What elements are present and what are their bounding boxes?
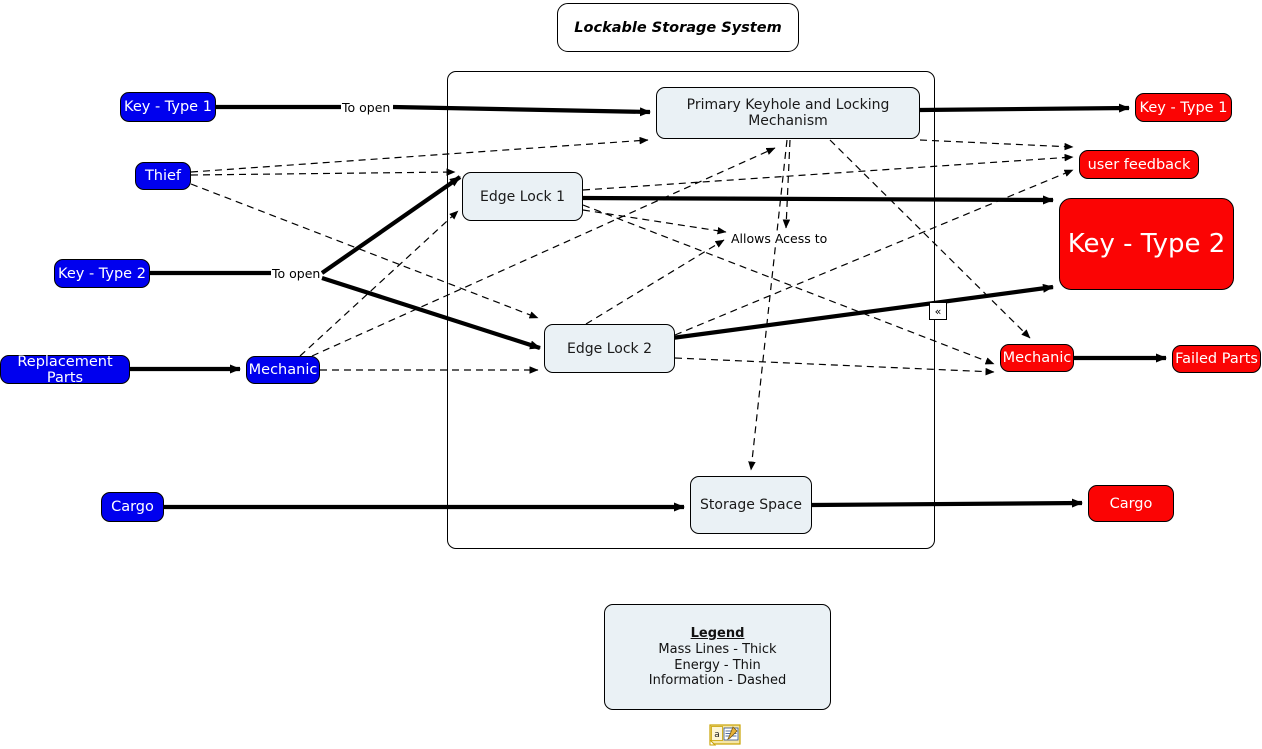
input-thief[interactable]: Thief <box>135 162 191 190</box>
chevron-left-glyph: « <box>934 304 942 318</box>
legend-title: Legend <box>690 625 745 641</box>
input-key-type-2[interactable]: Key - Type 2 <box>54 259 150 288</box>
output-key-type-1-label: Key - Type 1 <box>1139 99 1228 116</box>
edge-keyhole-to-feedback <box>919 139 1074 151</box>
diagram-title: Lockable Storage System <box>557 3 799 52</box>
legend-line-mass: Mass Lines - Thick <box>658 642 777 657</box>
process-primary-keyhole[interactable]: Primary Keyhole and Locking Mechanism <box>656 87 920 139</box>
edge-thief-to-edgelock1 <box>190 168 456 176</box>
system-boundary <box>447 71 935 549</box>
legend-line-information: Information - Dashed <box>648 673 787 688</box>
process-edge-lock-1-label: Edge Lock 1 <box>480 188 565 205</box>
output-cargo[interactable]: Cargo <box>1088 485 1174 522</box>
input-cargo[interactable]: Cargo <box>101 492 164 522</box>
output-key-type-2-label: Key - Type 2 <box>1067 229 1226 259</box>
output-user-feedback-label: user feedback <box>1087 156 1191 173</box>
edge-key2-to-edgelock1 <box>150 175 462 276</box>
legend: Legend Mass Lines - Thick Energy - Thin … <box>604 604 831 710</box>
edge-label-to-open-1: To open <box>341 100 392 115</box>
process-edge-lock-2[interactable]: Edge Lock 2 <box>544 324 675 373</box>
input-key-type-2-label: Key - Type 2 <box>58 265 146 282</box>
input-cargo-label: Cargo <box>111 499 154 515</box>
svg-text:a: a <box>714 730 720 740</box>
output-cargo-label: Cargo <box>1109 495 1153 512</box>
edge-label-allows-access: Allows Acess to <box>730 231 829 246</box>
process-edge-lock-2-label: Edge Lock 2 <box>567 340 652 357</box>
note-annotation-icon[interactable]: a <box>709 724 742 746</box>
process-edge-lock-1[interactable]: Edge Lock 1 <box>462 172 583 221</box>
output-user-feedback[interactable]: user feedback <box>1079 150 1199 179</box>
process-storage-space-label: Storage Space <box>700 497 802 513</box>
input-key-type-1[interactable]: Key - Type 1 <box>120 92 216 122</box>
edge-keyhole-to-key1out <box>919 103 1130 113</box>
output-mechanic-label: Mechanic <box>1002 350 1072 366</box>
output-key-type-1[interactable]: Key - Type 1 <box>1135 93 1232 122</box>
input-replacement-parts-label: Replacement Parts <box>17 353 113 386</box>
output-failed-parts[interactable]: Failed Parts <box>1172 345 1261 373</box>
input-thief-label: Thief <box>144 168 182 184</box>
output-key-type-2[interactable]: Key - Type 2 <box>1059 198 1234 290</box>
output-mechanic[interactable]: Mechanic <box>1000 344 1074 372</box>
edge-mechanicin-to-edgelock1 <box>299 210 459 357</box>
edge-label-to-open-2: To open <box>271 266 322 281</box>
output-failed-parts-label: Failed Parts <box>1175 351 1258 367</box>
process-storage-space[interactable]: Storage Space <box>690 476 812 534</box>
legend-line-energy: Energy - Thin <box>674 657 761 673</box>
input-replacement-parts[interactable]: Replacement Parts <box>0 353 130 386</box>
chevron-left-icon[interactable]: « <box>929 302 947 320</box>
input-key-type-1-label: Key - Type 1 <box>124 99 212 115</box>
input-mechanic-label: Mechanic <box>248 362 318 378</box>
page-title: Lockable Storage System <box>574 19 782 36</box>
input-mechanic[interactable]: Mechanic <box>246 356 320 384</box>
process-primary-keyhole-label: Primary Keyhole and Locking Mechanism <box>686 97 890 129</box>
